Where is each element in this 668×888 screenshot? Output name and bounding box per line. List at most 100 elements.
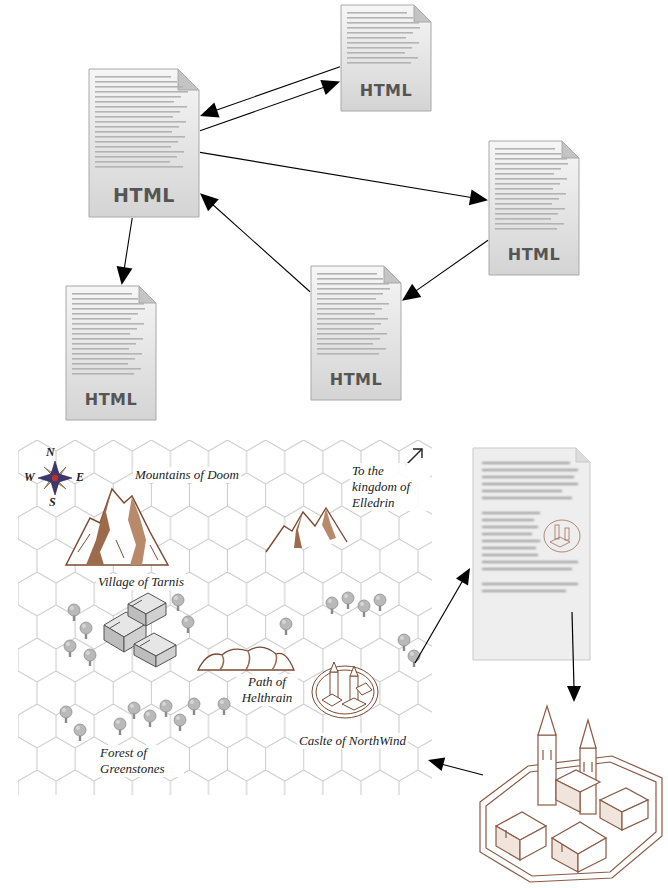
code-line bbox=[72, 368, 141, 370]
code-line bbox=[72, 293, 132, 295]
code-line bbox=[95, 161, 170, 163]
code-line bbox=[317, 303, 389, 305]
arrowhead bbox=[200, 102, 220, 117]
code-line bbox=[95, 136, 185, 138]
document-type-label: HTML bbox=[113, 184, 175, 206]
code-line bbox=[347, 62, 411, 64]
code-line bbox=[72, 328, 137, 330]
arrowhead bbox=[117, 266, 133, 285]
code-line bbox=[347, 37, 406, 39]
text-holder: HTML bbox=[340, 81, 432, 100]
code-line bbox=[95, 96, 181, 98]
compass-letter: E bbox=[76, 471, 84, 484]
code-line bbox=[317, 308, 382, 310]
code-line bbox=[95, 106, 187, 108]
code-line bbox=[72, 363, 128, 365]
code-line bbox=[95, 116, 173, 118]
link-line bbox=[200, 152, 474, 198]
code-line bbox=[495, 178, 567, 180]
code-line bbox=[495, 198, 559, 200]
compass-letter: W bbox=[24, 471, 35, 484]
map-ground bbox=[18, 440, 432, 795]
code-line bbox=[72, 308, 145, 310]
code-line bbox=[495, 213, 558, 215]
code-line bbox=[317, 273, 377, 275]
code-line bbox=[95, 151, 184, 153]
code-line bbox=[95, 131, 172, 133]
trees bbox=[60, 592, 420, 741]
text-holder: HTML bbox=[88, 184, 200, 206]
page-shape bbox=[341, 5, 431, 111]
code-line bbox=[95, 126, 179, 128]
code-line bbox=[95, 91, 188, 93]
code-line bbox=[317, 318, 388, 320]
code-line bbox=[495, 183, 560, 185]
code-line bbox=[347, 22, 419, 24]
link-arrow bbox=[200, 193, 310, 292]
page-shape bbox=[66, 286, 156, 420]
code-line bbox=[495, 203, 552, 205]
mountains bbox=[266, 508, 347, 552]
link-line bbox=[213, 67, 340, 112]
document-type-label: HTML bbox=[85, 390, 137, 409]
code-line bbox=[317, 338, 380, 340]
arrowhead bbox=[320, 80, 340, 95]
code-line bbox=[495, 153, 561, 155]
code-line bbox=[317, 283, 389, 285]
code-line bbox=[95, 141, 178, 143]
arrowhead bbox=[402, 284, 421, 301]
map-place-name: To the kingdom of Elledrin bbox=[350, 463, 430, 511]
code-line bbox=[72, 338, 143, 340]
link-line bbox=[210, 203, 310, 292]
text-holder: HTML bbox=[488, 245, 580, 264]
code-line bbox=[347, 57, 418, 59]
html-document: HTML bbox=[488, 140, 580, 276]
code-line bbox=[72, 313, 138, 315]
document-type-label: HTML bbox=[508, 245, 560, 264]
code-line bbox=[95, 101, 174, 103]
village bbox=[104, 593, 176, 667]
map-place-name: Mountains of Doom bbox=[133, 467, 241, 483]
page-shape bbox=[311, 266, 401, 400]
link-line bbox=[124, 218, 132, 271]
page-shape bbox=[89, 69, 199, 217]
code-line bbox=[495, 228, 557, 230]
page-fold bbox=[139, 286, 156, 303]
code-line bbox=[95, 86, 183, 88]
code-line bbox=[317, 333, 387, 335]
code-line bbox=[495, 163, 568, 165]
page-fold bbox=[414, 5, 431, 22]
code-line bbox=[317, 323, 381, 325]
map-place-name: Caslte of NorthWind bbox=[297, 733, 408, 749]
html-document: HTML bbox=[88, 68, 200, 218]
code-line bbox=[495, 208, 565, 210]
code-line bbox=[72, 298, 138, 300]
code-line bbox=[72, 323, 144, 325]
compass-letter: N bbox=[46, 446, 55, 459]
code-line bbox=[72, 348, 129, 350]
link-arrow bbox=[200, 67, 340, 118]
code-line bbox=[72, 358, 135, 360]
compass-letter: S bbox=[49, 496, 56, 509]
code-line bbox=[317, 343, 373, 345]
code-line bbox=[495, 188, 553, 190]
flow-arrow bbox=[415, 568, 581, 775]
compass-rose bbox=[38, 461, 72, 495]
code-line bbox=[95, 146, 171, 148]
arrowhead bbox=[200, 193, 219, 211]
code-line bbox=[495, 148, 555, 150]
code-line bbox=[317, 288, 390, 290]
document-type-label: HTML bbox=[330, 370, 382, 389]
code-line bbox=[495, 218, 551, 220]
code-line bbox=[347, 27, 420, 29]
text-holder: HTML bbox=[310, 370, 402, 389]
code-line bbox=[495, 193, 566, 195]
code-line bbox=[95, 156, 177, 158]
map-place-name: Village of Tarnis bbox=[96, 574, 186, 590]
code-line bbox=[72, 353, 142, 355]
map-place-name: Path of Helthrain bbox=[236, 674, 298, 706]
code-line bbox=[317, 353, 379, 355]
code-line bbox=[317, 298, 376, 300]
code-line bbox=[317, 348, 386, 350]
html-document: HTML bbox=[65, 285, 157, 421]
